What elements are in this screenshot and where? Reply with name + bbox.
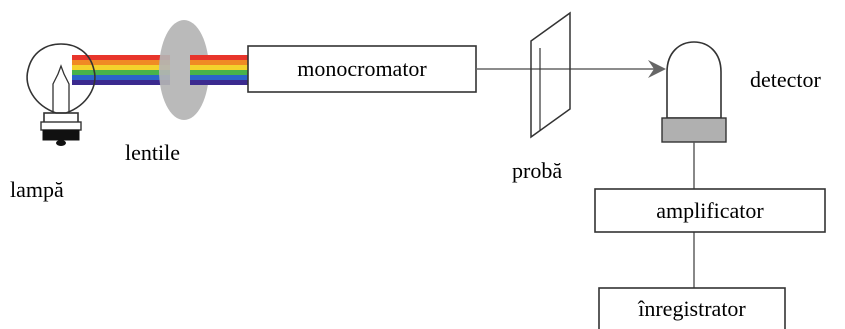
amplifier-label: amplificator bbox=[656, 198, 764, 223]
lens-icon bbox=[159, 20, 209, 120]
light-beam-after-lens bbox=[190, 55, 249, 85]
recorder-box: înregistrator bbox=[598, 287, 786, 329]
monochromator-label: monocromator bbox=[297, 56, 427, 81]
beam-stripe-after-lens-1 bbox=[190, 60, 249, 65]
light-beam bbox=[72, 55, 170, 85]
amplifier-box: amplificator bbox=[594, 188, 826, 233]
sample-cuvette-icon bbox=[530, 11, 571, 139]
light-bulb-icon bbox=[26, 43, 96, 146]
sample-label: probă bbox=[512, 158, 562, 183]
beam-stripe-4 bbox=[72, 75, 170, 80]
beam-stripe-after-lens-0 bbox=[190, 55, 249, 60]
arrow-icon bbox=[476, 60, 666, 78]
lamp-label: lampă bbox=[10, 177, 64, 202]
beam-stripe-after-lens-3 bbox=[190, 70, 249, 75]
detector-icon bbox=[661, 41, 727, 143]
detector-label: detector bbox=[750, 67, 822, 92]
beam-stripe-after-lens-5 bbox=[190, 80, 249, 85]
beam-stripe-5 bbox=[72, 80, 170, 85]
recorder-label: înregistrator bbox=[637, 296, 746, 321]
lens-label: lentile bbox=[125, 140, 180, 165]
beam-stripe-after-lens-2 bbox=[190, 65, 249, 70]
beam-stripe-2 bbox=[72, 65, 170, 70]
beam-stripe-0 bbox=[72, 55, 170, 60]
beam-stripe-1 bbox=[72, 60, 170, 65]
beam-stripe-3 bbox=[72, 70, 170, 75]
monochromator-box: monocromator bbox=[247, 45, 477, 93]
beam-stripe-after-lens-4 bbox=[190, 75, 249, 80]
